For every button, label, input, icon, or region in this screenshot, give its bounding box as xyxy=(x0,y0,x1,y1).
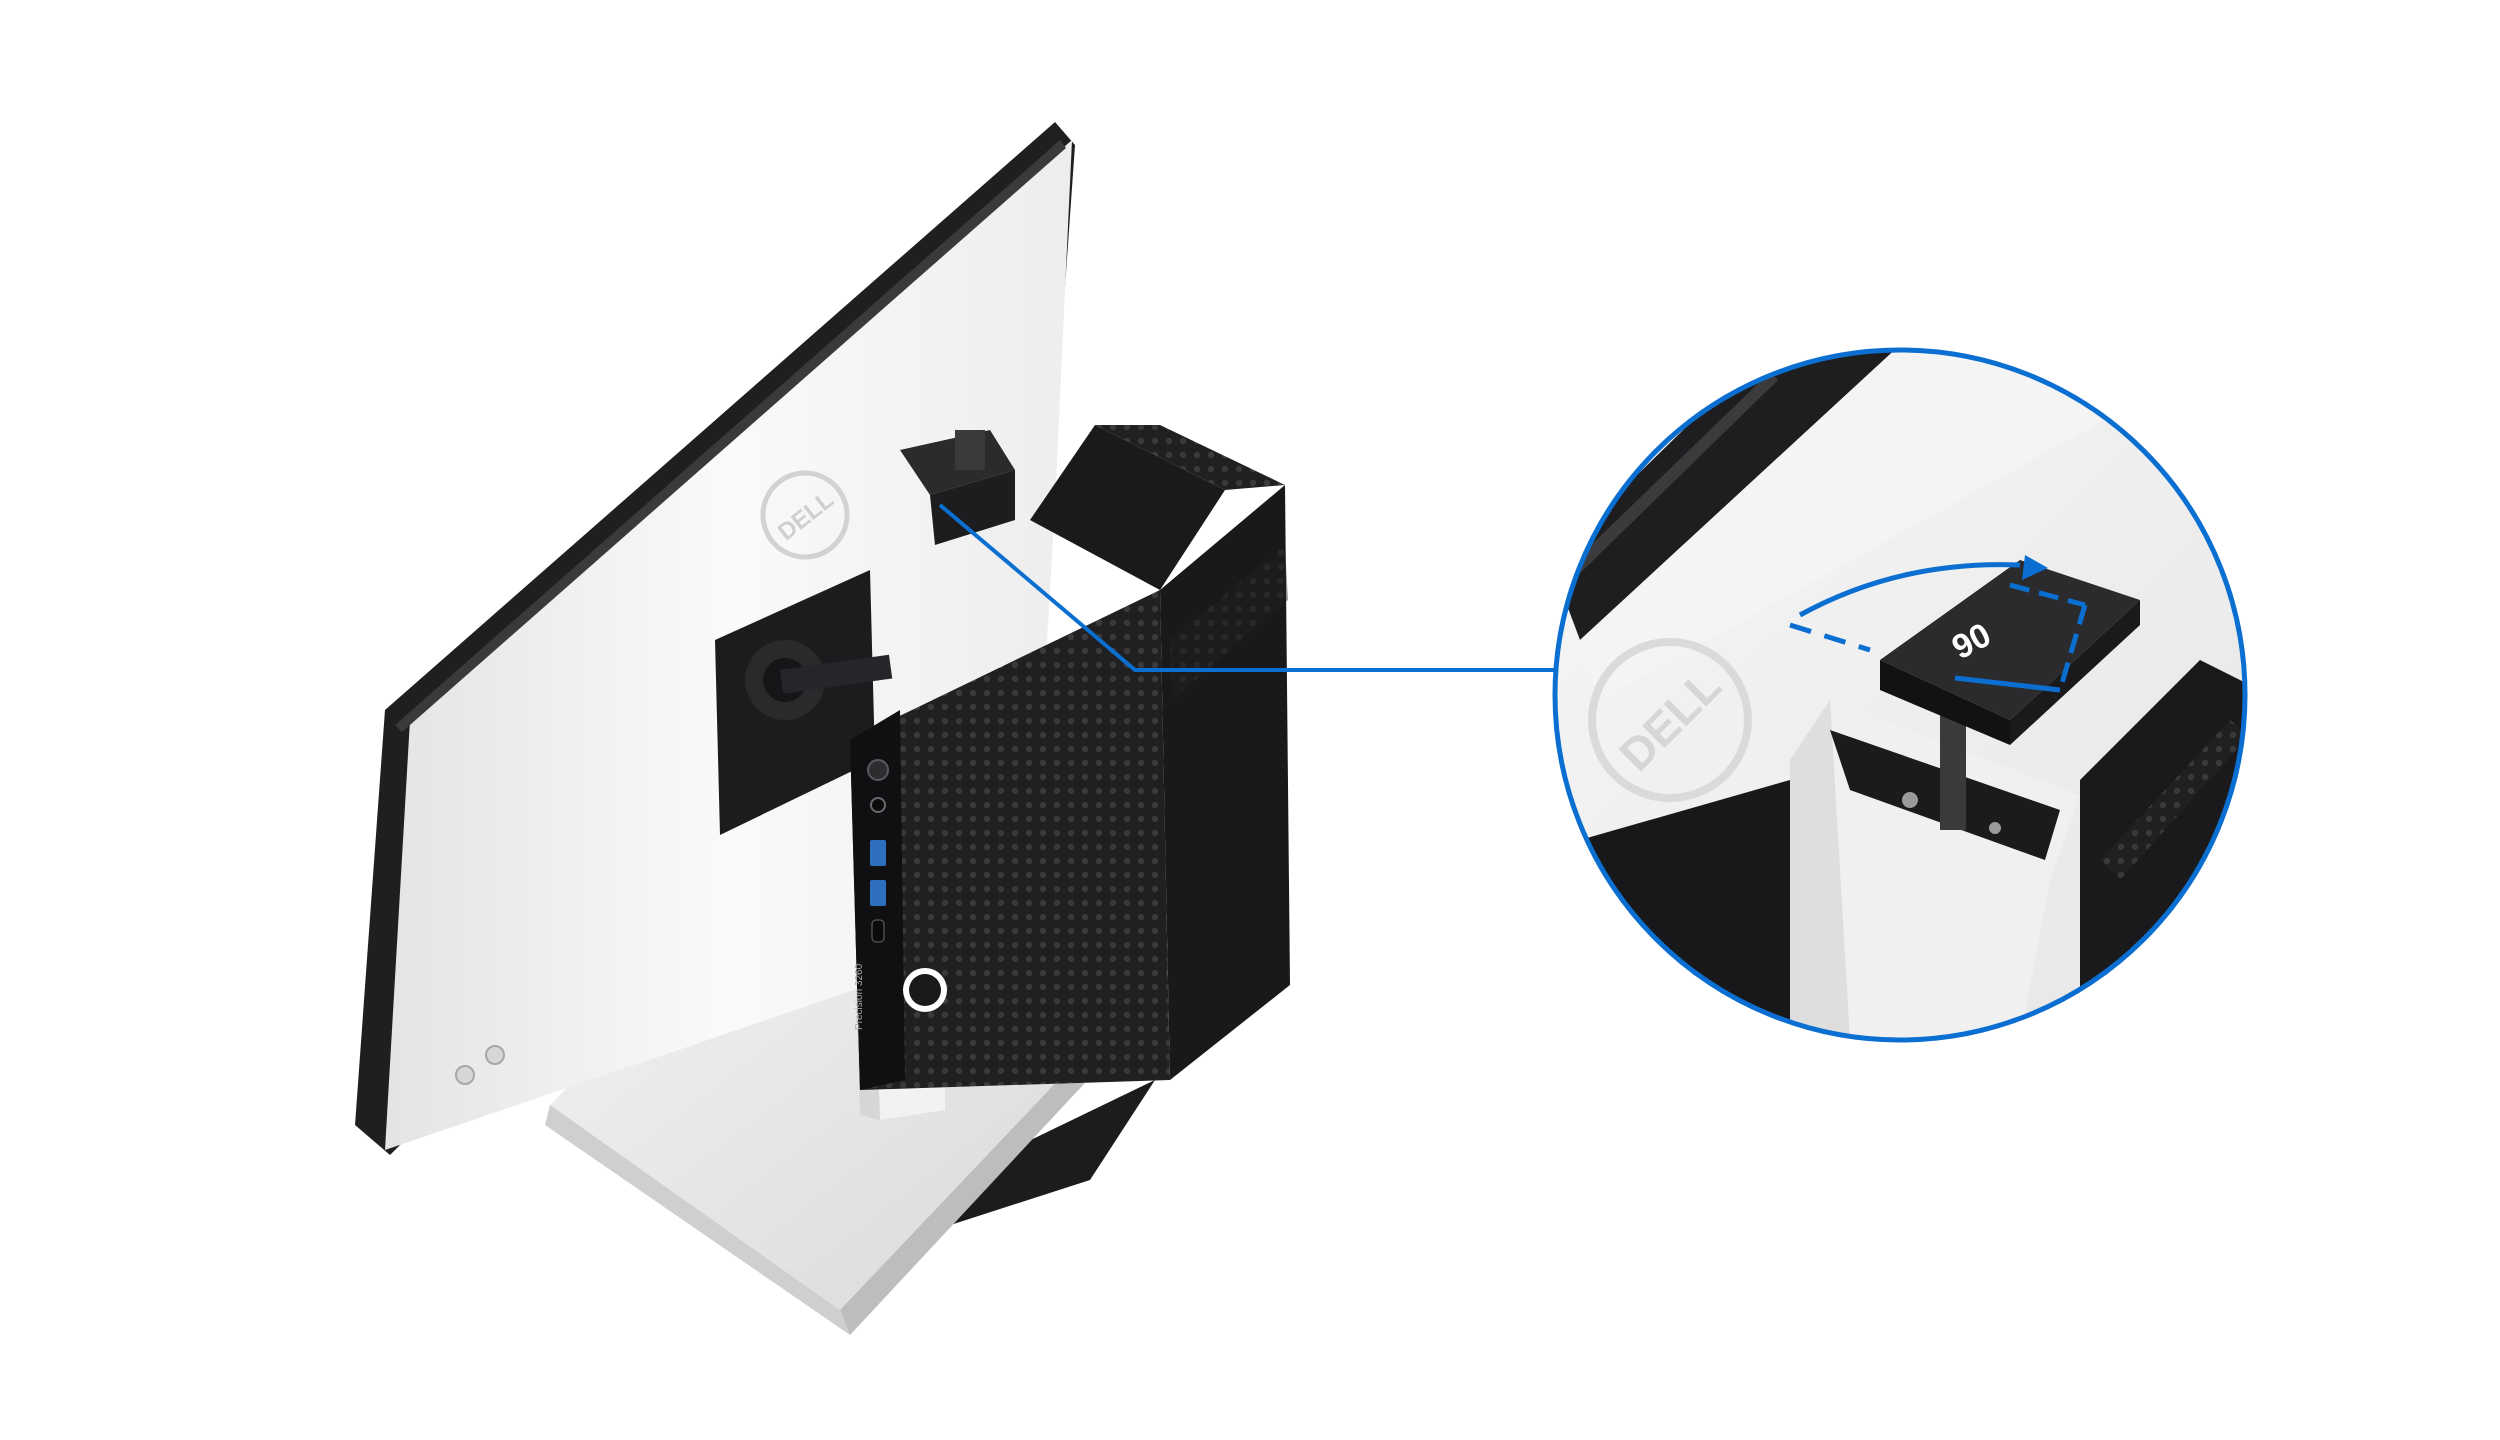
pc-model-label: Precision 3260 xyxy=(854,963,865,1030)
usb-c-port xyxy=(871,919,885,943)
monitor-button xyxy=(455,1065,475,1085)
mount-clip xyxy=(900,430,1015,545)
callout-leader-line xyxy=(938,503,1560,672)
audio-jack xyxy=(870,797,886,813)
rotation-arrow xyxy=(1798,562,2021,618)
zoom-callout: DELL 90 xyxy=(1552,347,2248,1043)
usb-port xyxy=(870,880,886,906)
alignment-dash-line xyxy=(1789,622,1871,653)
power-button xyxy=(867,759,889,781)
desktop-pc: Precision 3260 xyxy=(850,425,1290,1090)
usb-port xyxy=(870,840,886,866)
monitor-button xyxy=(485,1045,505,1065)
zoom-callout-border xyxy=(1552,347,2248,1043)
